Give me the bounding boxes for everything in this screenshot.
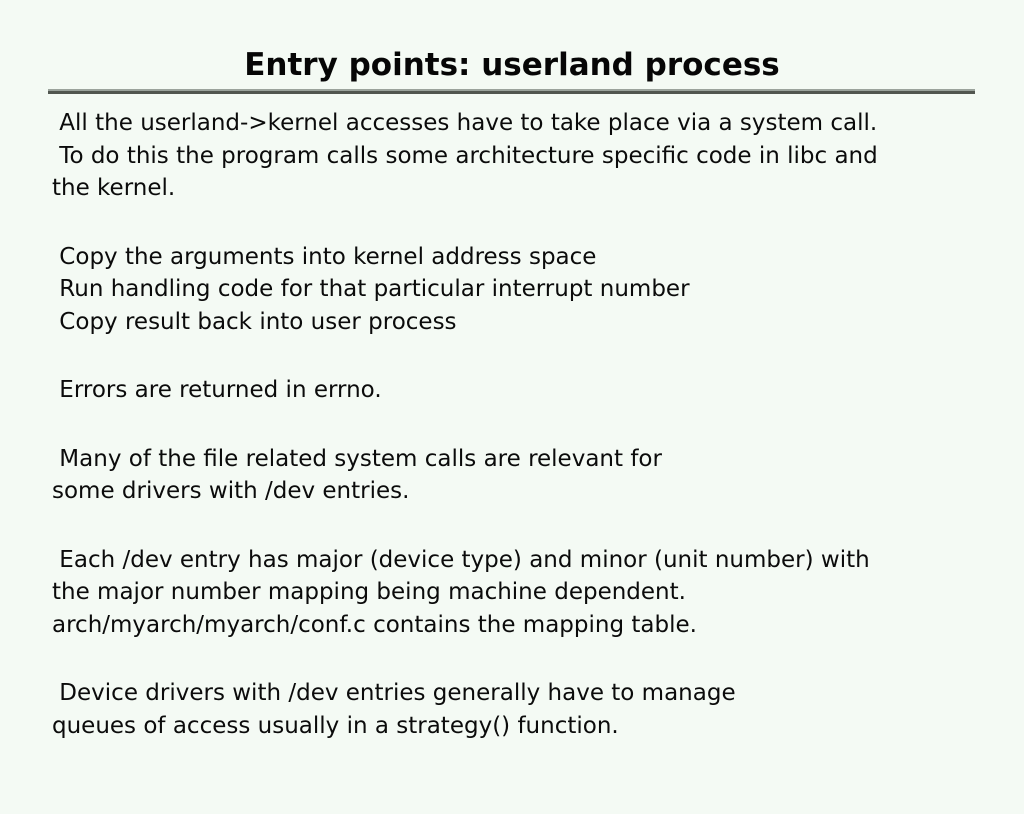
slide-text-line: Each /dev entry has major (device type) … xyxy=(52,546,870,573)
title-divider xyxy=(48,89,975,94)
paragraph-strategy: Device drivers with /dev entries general… xyxy=(52,677,988,742)
slide-text-line: arch/myarch/myarch/conf.c contains the m… xyxy=(52,611,697,638)
slide-title: Entry points: userland process xyxy=(244,47,780,83)
slide-text-line: Copy the arguments into kernel address s… xyxy=(52,243,597,270)
paragraph-errno: Errors are returned in errno. xyxy=(52,374,988,407)
slide-text-line: Many of the file related system calls ar… xyxy=(52,445,662,472)
slide-text-line: some drivers with /dev entries. xyxy=(52,478,410,504)
paragraph-dev-entries: Each /dev entry has major (device type) … xyxy=(52,544,988,642)
slide-text-line: the major number mapping being machine d… xyxy=(52,579,686,605)
paragraph-system-call: All the userland->kernel accesses have t… xyxy=(52,107,988,205)
slide-text-line: To do this the program calls some archit… xyxy=(52,142,878,169)
slide-body: All the userland->kernel accesses have t… xyxy=(0,107,1024,742)
slide-text-line: Run handling code for that particular in… xyxy=(52,276,690,302)
slide-text-line: Copy result back into user process xyxy=(52,308,457,335)
paragraph-file-syscalls: Many of the file related system calls ar… xyxy=(52,443,988,508)
slide-text-line: queues of access usually in a strategy()… xyxy=(52,712,619,739)
slide-text-line: Errors are returned in errno. xyxy=(52,377,382,403)
slide: Entry points: userland process All the u… xyxy=(0,46,1024,814)
slide-text-line: Device drivers with /dev entries general… xyxy=(52,680,736,706)
paragraph-syscall-steps: Copy the arguments into kernel address s… xyxy=(52,241,988,339)
slide-text-line: All the userland->kernel accesses have t… xyxy=(52,110,878,136)
slide-text-line: the kernel. xyxy=(52,175,176,201)
